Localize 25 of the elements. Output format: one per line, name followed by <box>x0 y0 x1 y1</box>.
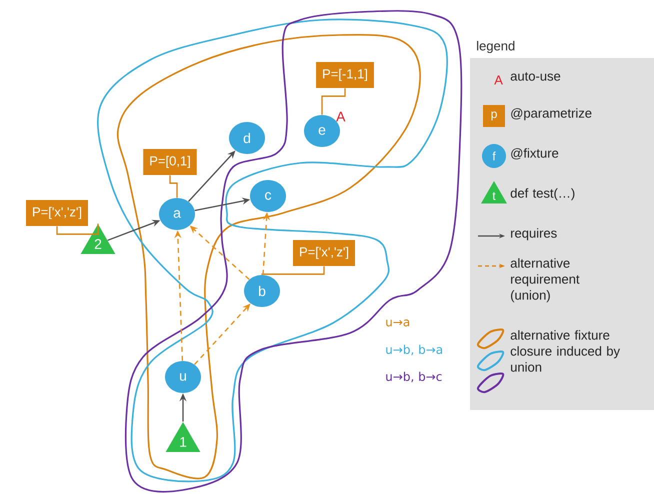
closure-note: u→b, b→c <box>386 372 442 382</box>
legend-text: @parametrize <box>511 108 592 120</box>
parameter-box: P=['x','z'] <box>293 240 356 266</box>
legend-text: alternative fixture closure induced by union <box>510 330 620 372</box>
legend-text: def test(…) <box>510 188 574 200</box>
fixture-sample: f <box>482 144 506 168</box>
leader-line <box>321 88 346 115</box>
auto-use-mark: A <box>494 76 503 84</box>
parameter-box: P=['x','z'] <box>26 200 88 226</box>
legend-text: alternative requirement (union) <box>510 258 580 302</box>
test-sample: t <box>481 181 507 204</box>
parameter-box: P=[-1,1] <box>316 62 374 88</box>
legend-text: requires <box>511 228 557 240</box>
leader-line <box>261 266 325 276</box>
closure-note: u→a <box>386 320 410 326</box>
parameter-box: P=[0,1] <box>143 149 197 175</box>
legend-title: legend <box>477 40 514 54</box>
leader-line <box>169 175 178 198</box>
legend-text: @fixture <box>511 148 558 160</box>
legend-text: auto-use <box>510 72 560 81</box>
test-triangle: 1 <box>166 422 200 452</box>
parametrize-sample: p <box>483 105 505 127</box>
test-triangle: 2 <box>80 224 116 254</box>
leader-line <box>56 224 99 235</box>
closure-note: u→b, b→a <box>386 344 442 356</box>
